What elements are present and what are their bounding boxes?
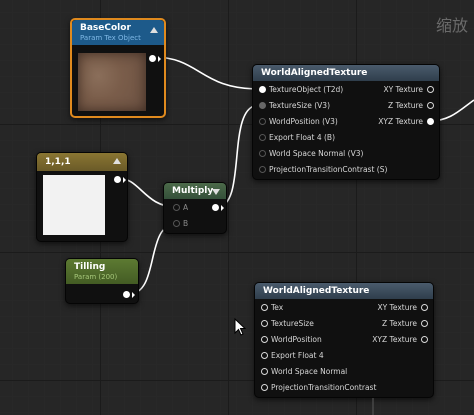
node-tilling-header[interactable]: Tilling Param (200)	[66, 259, 138, 284]
pin-arrow-icon	[132, 292, 135, 298]
node-basecolor[interactable]: BaseColor Param Tex Object	[70, 18, 166, 118]
pin-wat2-xyztexture[interactable]	[421, 336, 428, 343]
pin-label-ztexture: Z Texture	[388, 101, 423, 110]
pin-wat1-textureobject[interactable]	[259, 86, 266, 93]
node-constant-title: 1,1,1	[45, 157, 71, 167]
wire-basecolor-to-textureobject[interactable]	[152, 56, 260, 90]
pin-label-worldposition: WorldPosition	[271, 335, 322, 344]
node-multiply-title: Multiply	[172, 186, 214, 196]
pin-label-xytexture: XY Texture	[383, 85, 423, 94]
node-basecolor-header[interactable]: BaseColor Param Tex Object	[72, 20, 164, 45]
pin-label-ztexture: Z Texture	[382, 319, 417, 328]
pin-arrow-icon	[158, 56, 161, 62]
constant-color-swatch	[43, 175, 105, 235]
pin-label-texturesize: TextureSize	[271, 319, 314, 328]
node-worldalignedtexture-2[interactable]: WorldAlignedTexture Tex TextureSize Worl…	[254, 282, 434, 398]
pin-label-exportfloat4: Export Float 4	[271, 351, 324, 360]
pin-wat1-texturesize[interactable]	[259, 102, 266, 109]
pin-label-b: B	[183, 219, 189, 228]
pin-wat2-projectioncontrast[interactable]	[261, 384, 268, 391]
pin-wat1-xytexture[interactable]	[427, 86, 434, 93]
pin-label-texturesize: TextureSize (V3)	[269, 101, 330, 110]
pin-wat2-worldspacenormal[interactable]	[261, 368, 268, 375]
pin-wat2-exportfloat4[interactable]	[261, 352, 268, 359]
node-tilling[interactable]: Tilling Param (200)	[65, 258, 139, 304]
pin-wat2-texturesize[interactable]	[261, 320, 268, 327]
pin-wat1-worldposition[interactable]	[259, 118, 266, 125]
pin-label-xyztexture: XYZ Texture	[372, 335, 417, 344]
pin-label-exportfloat4: Export Float 4 (B)	[269, 133, 335, 142]
pin-wat1-projectioncontrast[interactable]	[259, 166, 266, 173]
node-wat2-header[interactable]: WorldAlignedTexture	[255, 283, 433, 299]
pin-label-worldposition: WorldPosition (V3)	[269, 117, 338, 126]
node-tilling-title: Tilling	[74, 262, 106, 272]
texture-preview-image	[78, 53, 146, 111]
pin-label-textureobject: TextureObject (T2d)	[269, 85, 344, 94]
pin-wat1-exportfloat4[interactable]	[259, 134, 266, 141]
pin-label-xyztexture: XYZ Texture	[378, 117, 423, 126]
collapse-arrow-icon[interactable]	[212, 189, 220, 195]
node-constant-111[interactable]: 1,1,1	[36, 152, 128, 242]
pin-multiply-out[interactable]	[212, 204, 219, 211]
pin-wat2-tex[interactable]	[261, 304, 268, 311]
node-tilling-subtitle: Param (200)	[74, 273, 118, 281]
pin-wat1-worldspacenormal[interactable]	[259, 150, 266, 157]
pin-label-projectioncontrast: ProjectionTransitionContrast	[271, 383, 377, 392]
pin-arrow-icon	[123, 177, 126, 183]
pin-label-a: A	[183, 203, 189, 212]
mouse-cursor-icon	[234, 318, 247, 336]
pin-constant-out[interactable]	[114, 176, 121, 183]
pin-basecolor-out[interactable]	[149, 55, 156, 62]
node-wat1-title: WorldAlignedTexture	[261, 68, 368, 78]
collapse-arrow-icon[interactable]	[113, 158, 121, 164]
node-constant-header[interactable]: 1,1,1	[37, 153, 127, 171]
node-worldalignedtexture-1[interactable]: WorldAlignedTexture TextureObject (T2d) …	[252, 64, 440, 180]
pin-label-projectioncontrast: ProjectionTransitionContrast (S)	[269, 165, 388, 174]
pin-wat2-ztexture[interactable]	[421, 320, 428, 327]
pin-wat2-worldposition[interactable]	[261, 336, 268, 343]
node-multiply-header[interactable]: Multiply	[164, 183, 226, 199]
pin-label-worldspacenormal: World Space Normal (V3)	[269, 149, 364, 158]
node-wat1-header[interactable]: WorldAlignedTexture	[253, 65, 439, 81]
pin-wat1-xyztexture[interactable]	[427, 118, 434, 125]
pin-arrow-icon	[221, 205, 224, 211]
pin-label-xytexture: XY Texture	[377, 303, 417, 312]
pin-multiply-b[interactable]	[173, 220, 180, 227]
collapse-arrow-icon[interactable]	[150, 27, 158, 33]
zoom-overlay-label: 缩放	[435, 16, 468, 35]
pin-label-worldspacenormal: World Space Normal	[271, 367, 348, 376]
overlay-edge-fragment	[372, 398, 454, 415]
pin-multiply-a[interactable]	[173, 204, 180, 211]
pin-tilling-out[interactable]	[123, 291, 130, 298]
node-basecolor-title: BaseColor	[80, 23, 131, 33]
pin-wat1-ztexture[interactable]	[427, 102, 434, 109]
node-basecolor-subtitle: Param Tex Object	[80, 34, 141, 42]
pin-wat2-xytexture[interactable]	[421, 304, 428, 311]
node-multiply[interactable]: Multiply A B	[163, 182, 227, 234]
node-wat2-title: WorldAlignedTexture	[263, 286, 370, 296]
pin-label-tex: Tex	[271, 303, 284, 312]
